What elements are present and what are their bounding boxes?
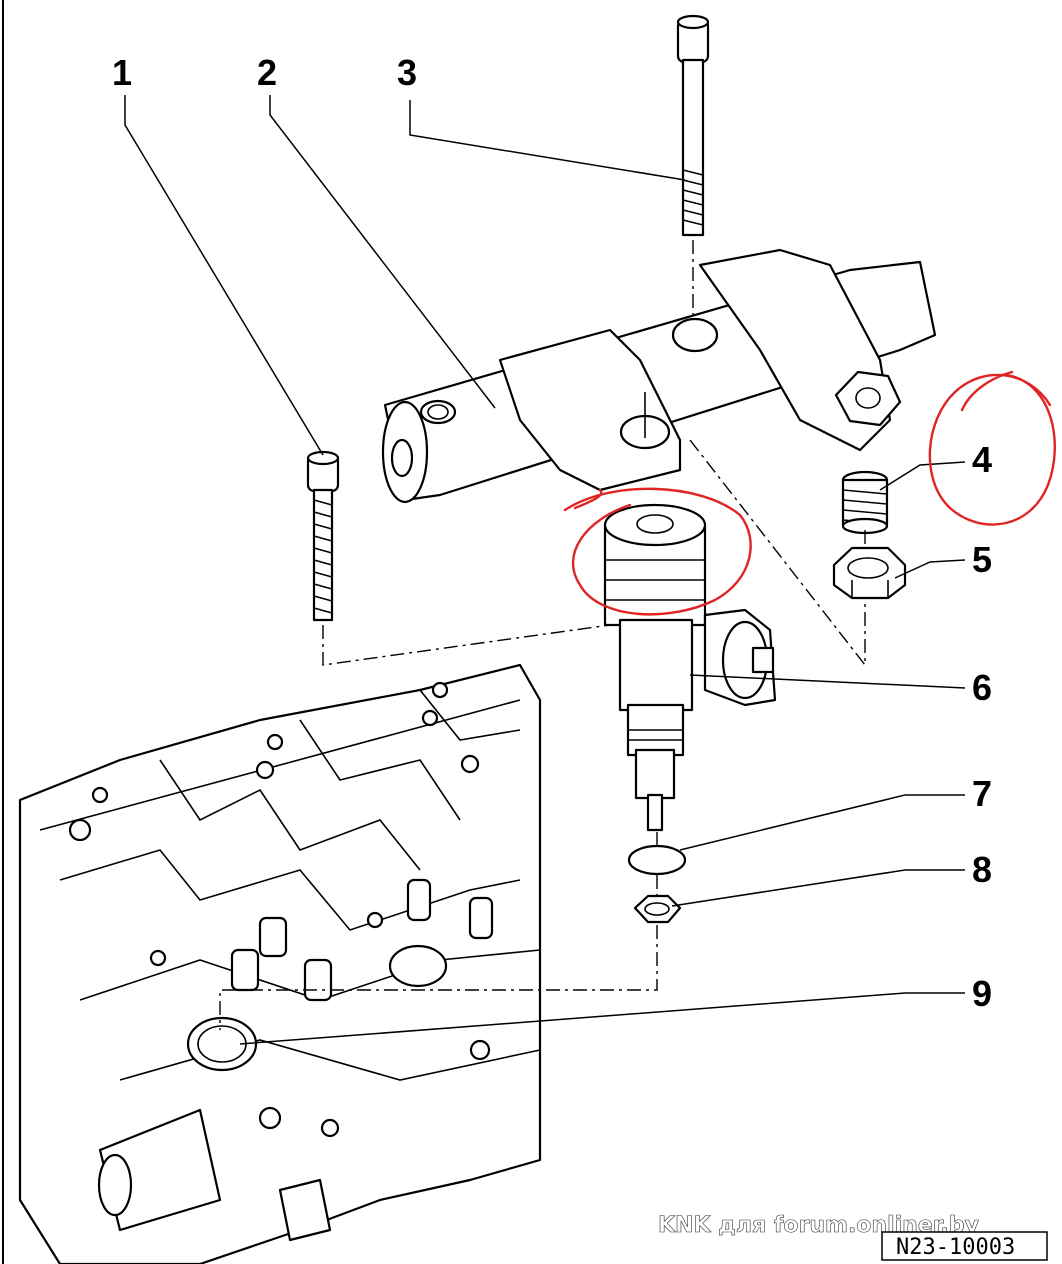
label-6: 6 xyxy=(972,667,992,708)
label-2: 2 xyxy=(257,52,277,93)
label-7: 7 xyxy=(972,773,992,814)
label-9: 9 xyxy=(972,973,992,1014)
assembly-lines xyxy=(219,439,866,1030)
rocker-shaft-bolt xyxy=(676,14,710,320)
pump-injector xyxy=(603,503,777,832)
callout-labels: 1 2 3 4 5 6 7 8 9 xyxy=(112,52,992,1014)
label-1: 1 xyxy=(112,52,132,93)
label-4: 4 xyxy=(972,439,992,480)
cylinder-head xyxy=(18,663,542,1264)
label-5: 5 xyxy=(972,539,992,580)
heat-shield-washer xyxy=(633,894,682,924)
rocker-arm-assembly xyxy=(381,248,937,504)
figure-code-box xyxy=(881,1231,1048,1261)
leader-lines xyxy=(124,95,966,1045)
lock-nut xyxy=(832,546,907,600)
injector-clamp-bolt xyxy=(306,450,340,622)
label-8: 8 xyxy=(972,849,992,890)
highlight-circle-injector-top xyxy=(563,487,752,616)
highlight-circle-adjusting-screw xyxy=(928,370,1056,526)
o-ring-seal xyxy=(627,844,687,876)
figure-code: N23-10003 xyxy=(896,1235,1015,1260)
adjusting-screw xyxy=(841,470,889,535)
label-3: 3 xyxy=(397,52,417,93)
